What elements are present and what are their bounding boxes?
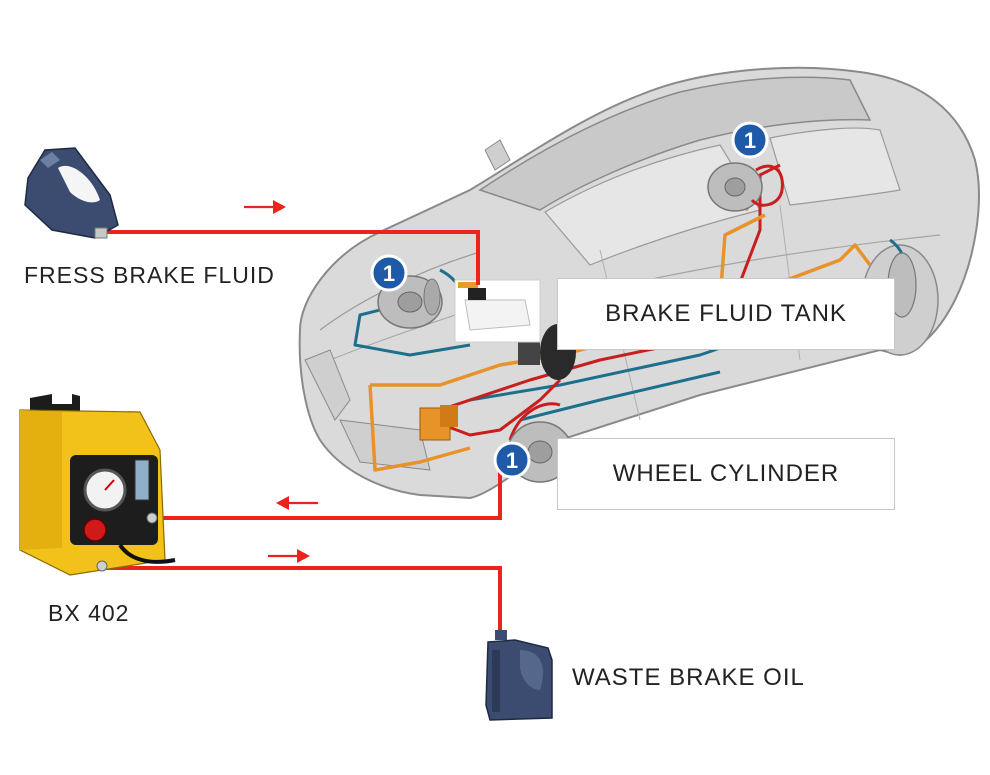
waste-hose — [100, 566, 502, 640]
wheel-cylinder-callout: WHEEL CYLINDER — [557, 438, 895, 510]
marker-front-left: 1 — [370, 254, 408, 292]
return-hose — [150, 458, 502, 520]
arrow-right-waste — [268, 549, 310, 563]
arrow-left-return — [276, 496, 318, 510]
fresh-fluid-label: FRESS BRAKE FLUID — [24, 262, 275, 288]
waste-oil-label: WASTE BRAKE OIL — [572, 664, 805, 691]
brake-fluid-reservoir — [454, 279, 541, 343]
marker-rear-left: 1 — [731, 121, 769, 159]
fresh-fluid-hose — [95, 230, 480, 285]
wheel-markers: 1 1 1 — [370, 121, 769, 479]
svg-text:1: 1 — [744, 128, 756, 153]
hoses — [95, 230, 502, 640]
svg-text:1: 1 — [506, 448, 518, 473]
bx402-machine — [19, 394, 176, 576]
brake-tank-label: BRAKE FLUID TANK — [605, 300, 847, 327]
brake-tank-callout: BRAKE FLUID TANK — [557, 278, 895, 350]
svg-text:1: 1 — [383, 261, 395, 286]
rear-left-rotor — [707, 162, 784, 212]
wheel-cylinder-label: WHEEL CYLINDER — [612, 460, 840, 487]
machine-label: BX 402 — [48, 600, 130, 626]
marker-front-right: 1 — [493, 441, 531, 479]
waste-oil-bottle — [485, 630, 553, 721]
fresh-fluid-bottle — [24, 147, 119, 239]
flow-arrows — [244, 200, 318, 563]
arrow-right-fresh — [244, 200, 286, 214]
